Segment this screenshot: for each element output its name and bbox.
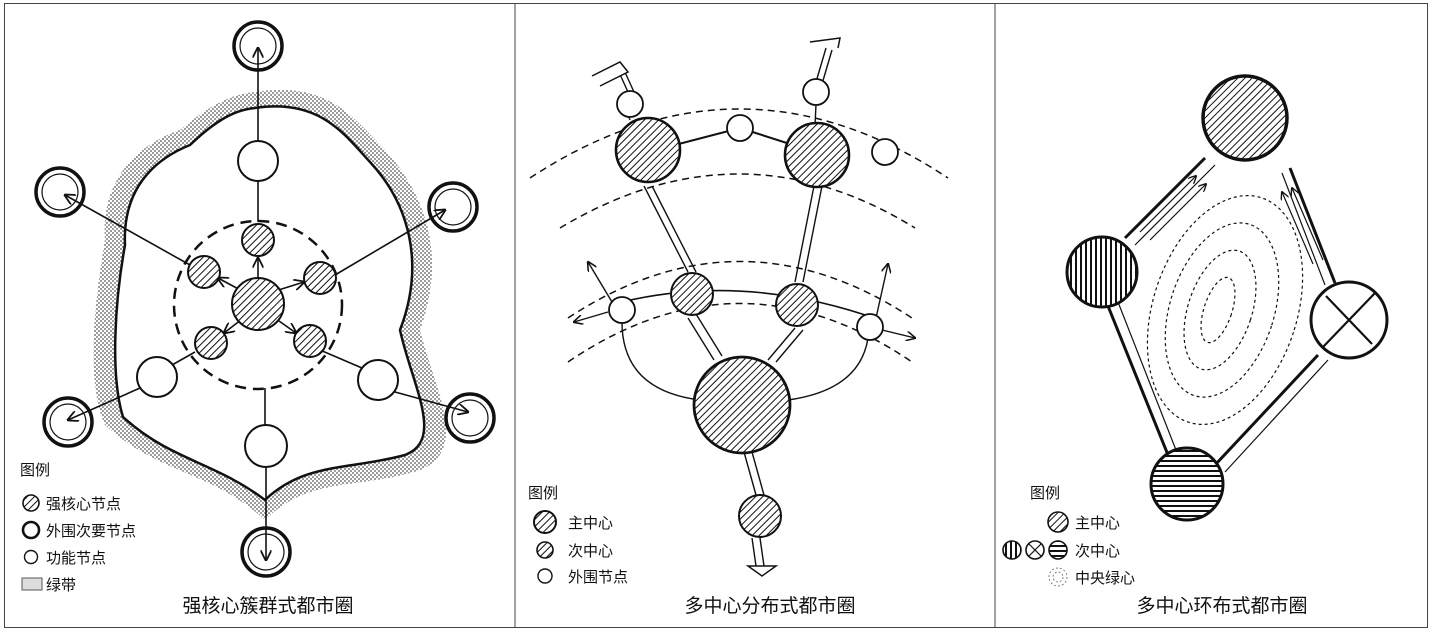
- functional-node: [237, 140, 279, 182]
- strong-core-node: [303, 261, 337, 295]
- secondary-center: [775, 283, 819, 327]
- main-center: [614, 116, 682, 184]
- panel-caption: 多中心分布式都市圈: [684, 595, 855, 617]
- strong-core-node: [241, 223, 275, 257]
- legend-item: 主中心: [1075, 514, 1120, 532]
- connector: [787, 337, 869, 401]
- secondary-legend-icon-horizontal: [1048, 540, 1068, 560]
- main-center-legend-icon: [533, 510, 557, 534]
- peripheral-node: [871, 138, 899, 166]
- legend-title: 图例: [20, 461, 50, 479]
- peripheral-node: [856, 313, 884, 341]
- peripheral-node: [802, 78, 830, 106]
- flow-arrows: [1139, 176, 1324, 265]
- functional-legend-icon: [23, 549, 39, 565]
- legend: 图例 主中心 次中心 外围节点: [528, 484, 628, 586]
- main-center: [1201, 74, 1289, 162]
- panel-caption: 强核心簇群式都市圈: [182, 595, 353, 617]
- legend-item: 外围次要节点: [46, 522, 136, 540]
- secondary-center: [1309, 280, 1389, 360]
- strong-core-node: [293, 324, 327, 358]
- main-center: [692, 355, 792, 455]
- main-center-legend-icon: [1047, 511, 1069, 533]
- legend-item: 绿带: [46, 576, 76, 594]
- legend: 图例 强核心节点 外围次要节点 功能节点 绿带: [20, 461, 136, 594]
- peripheral-node: [616, 90, 644, 118]
- legend-title: 图例: [528, 484, 558, 502]
- functional-node: [136, 356, 178, 398]
- figure-border: [4, 3, 1428, 628]
- peripheral-node: [34, 20, 496, 578]
- strong-core-node: [187, 255, 221, 289]
- strong-core-node: [231, 277, 285, 331]
- legend-item: 次中心: [1075, 542, 1120, 560]
- peripheral-node: [608, 296, 636, 324]
- strong-core-node: [194, 326, 228, 360]
- legend-item: 主中心: [568, 514, 613, 532]
- main-center: [783, 121, 851, 189]
- secondary-center-legend-icon: [536, 541, 554, 559]
- growth-arrows: [574, 262, 915, 338]
- connector: [621, 317, 701, 401]
- legend-item: 强核心节点: [46, 495, 121, 513]
- secondary-center: [738, 494, 782, 538]
- panel-caption: 多中心环布式都市圈: [1136, 595, 1307, 617]
- green-heart-legend-icon: [1048, 567, 1068, 587]
- corridor-end: [591, 37, 841, 577]
- ring-road: [609, 289, 881, 321]
- secondary-center: [670, 272, 714, 316]
- secondary-legend-icon-cross: [1025, 540, 1045, 560]
- green-belt-legend-icon: [21, 577, 43, 591]
- legend-title: 图例: [1030, 484, 1060, 502]
- peripheral-legend-icon: [21, 520, 41, 540]
- legend-item: 次中心: [568, 542, 613, 560]
- legend-item: 外围节点: [568, 568, 628, 586]
- functional-node: [357, 359, 399, 401]
- legend: 图例 主中心 次中心 中央绿心: [1002, 484, 1135, 587]
- secondary-center: [1065, 235, 1139, 309]
- panel-strong-core-cluster: 图例 强核心节点 外围次要节点 功能节点 绿带 强核心簇群式都市圈: [20, 20, 496, 617]
- strong-core-legend-icon: [22, 494, 40, 512]
- ring-corridors: [1106, 156, 1337, 473]
- central-green-heart: [1146, 194, 1304, 426]
- panel-multi-center-ring: 图例 主中心 次中心 中央绿心 多中心环布式都市圈: [1002, 74, 1389, 617]
- secondary-legend-icon-vertical: [1002, 540, 1022, 560]
- peripheral-legend-icon: [537, 568, 553, 584]
- core-ring: [172, 219, 344, 391]
- secondary-center: [1149, 446, 1225, 522]
- legend-item: 功能节点: [46, 549, 106, 567]
- functional-node: [244, 424, 288, 468]
- peripheral-node: [726, 114, 754, 142]
- panel-multi-center-distributed: 图例 主中心 次中心 外围节点 多中心分布式都市圈: [528, 37, 949, 617]
- legend-item: 中央绿心: [1075, 569, 1135, 587]
